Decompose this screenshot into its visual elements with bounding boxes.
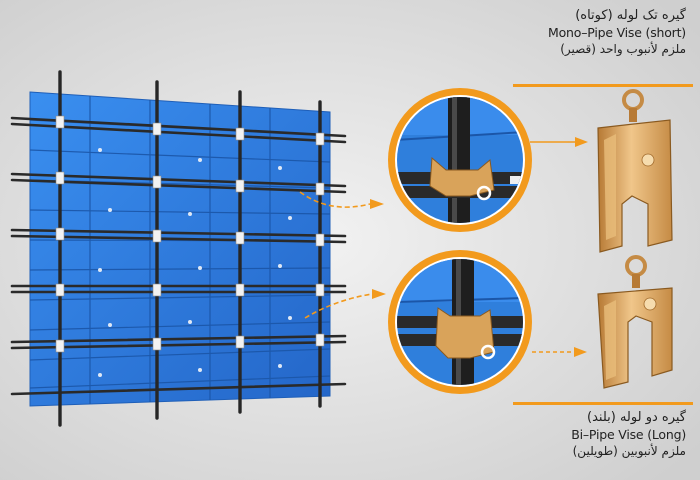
wall-clamps xyxy=(55,115,325,353)
zoom-circle-long xyxy=(388,250,532,394)
label-long-persian: گیره دو لوله (بلند) xyxy=(587,410,686,425)
leader-curve-top xyxy=(299,191,371,208)
arrow-right-icon xyxy=(372,289,386,299)
label-mono-pipe-vise: گیره تک لوله (کوتاه) Mono–Pipe Vise (sho… xyxy=(496,8,686,56)
label-short-persian: گیره تک لوله (کوتاه) xyxy=(575,8,686,23)
panel-grid xyxy=(29,96,331,404)
label-short-english: Mono–Pipe Vise (short) xyxy=(548,25,686,40)
pipe-clamp-icon xyxy=(597,255,673,389)
label-bi-pipe-vise: گیره دو لوله (بلند) Bi–Pipe Vise (Long) … xyxy=(496,410,686,458)
label-short-arabic: ملزم لأنبوب واحد (قصير) xyxy=(560,42,686,56)
label-rule-bottom xyxy=(513,402,693,405)
formwork-wall xyxy=(10,70,347,427)
arrow-right-icon xyxy=(532,347,587,357)
arrow-right-icon xyxy=(370,199,384,209)
label-long-arabic: ملزم لأنبوبين (طويلين) xyxy=(572,444,686,458)
vertical-pipes xyxy=(58,70,322,427)
panel-bolts xyxy=(98,148,292,377)
zoom-circle-short xyxy=(388,88,532,232)
pipe-clamp-icon xyxy=(597,89,673,253)
label-rule-top xyxy=(513,84,693,87)
arrow-right-icon xyxy=(530,137,588,147)
leader-curve-bottom xyxy=(304,293,373,319)
horizontal-pipes xyxy=(10,116,347,396)
label-long-english: Bi–Pipe Vise (Long) xyxy=(571,427,686,442)
